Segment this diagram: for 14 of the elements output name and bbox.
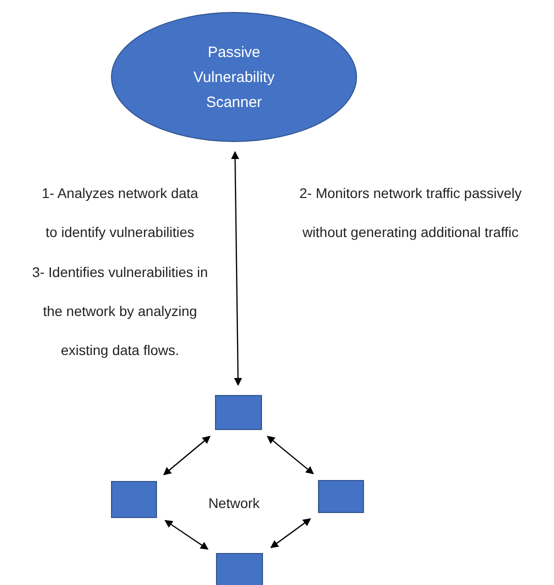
description-text: 1- Analyzes network data to identify vulnerabilities: [40, 184, 200, 242]
double-arrow: [270, 518, 312, 548]
network-device-box: [111, 481, 157, 518]
double-arrow: [231, 151, 242, 386]
scanner-label: Passive Vulnerability Scanner: [192, 42, 276, 112]
network-label: Network: [207, 494, 261, 513]
description-text: 3- Identifies vulnerabilities in the network by analyzing existing data flows.: [31, 263, 209, 360]
description-text: 2- Monitors network traffic passively without generating additional traffic: [298, 184, 523, 242]
double-arrow: [163, 436, 211, 476]
network-device-box: [216, 553, 263, 585]
network-device-box: [215, 395, 262, 430]
double-arrow: [266, 436, 314, 474]
double-arrow: [164, 520, 209, 550]
network-device-box: [318, 480, 364, 513]
